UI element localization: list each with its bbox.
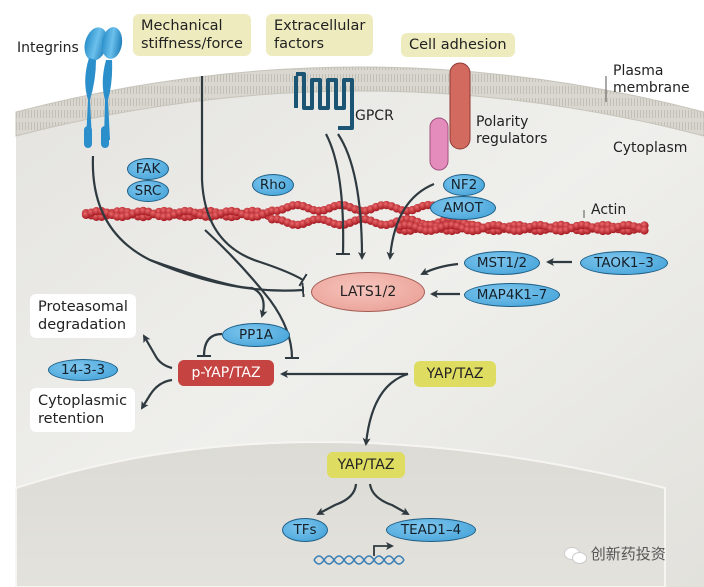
node-pp1a: PP1A	[222, 323, 290, 347]
edge-gpcr-lats-activate	[337, 133, 366, 260]
mechanical-stimulus-box: Mechanical stiffness/force	[133, 14, 251, 56]
edge-pyap-proteasomal	[142, 334, 173, 370]
edge-pp1a-pyap	[204, 332, 223, 356]
pm-line1: Plasma	[613, 63, 664, 79]
polarity-line1: Polarity	[476, 114, 529, 130]
node-src: SRC	[127, 180, 169, 202]
node-tead14: TEAD1–4	[386, 518, 476, 542]
retention-line1: Cytoplasmic	[38, 393, 128, 409]
cell-adhesion-box: Cell adhesion	[401, 33, 515, 57]
actin-label: Actin	[591, 202, 627, 218]
node-tfs: TFs	[282, 518, 328, 542]
cell-adhesion-molecule	[449, 62, 471, 150]
node-amot: AMOT	[430, 196, 496, 220]
integrins-label: Integrins	[17, 40, 79, 56]
integrin-icon	[84, 27, 123, 148]
polarity-line2: regulators	[476, 131, 548, 147]
node-mst12: MST1/2	[464, 251, 540, 275]
edge-nf2-lats	[386, 182, 435, 260]
mechanical-line2: stiffness/force	[141, 36, 243, 52]
node-taok13: TAOK1–3	[580, 251, 668, 275]
edge-yap-tead	[368, 483, 410, 515]
edge-mst-lats	[420, 262, 459, 275]
polarity-regulator	[429, 117, 449, 171]
wechat-icon	[564, 546, 587, 564]
proteasomal-degradation-box: Proteasomal degradation	[30, 294, 136, 338]
node-yap-taz-nucleus: YAP/TAZ	[327, 452, 405, 478]
polarity-regulators-label: Polarity regulators	[476, 114, 547, 148]
watermark: 创新药投资	[564, 543, 666, 564]
proteasomal-line2: degradation	[38, 317, 127, 333]
watermark-text: 创新药投资	[590, 545, 666, 563]
retention-line2: retention	[38, 411, 105, 427]
node-14-3-3: 14-3-3	[48, 359, 118, 381]
edge-integrin-pp1a	[149, 258, 268, 318]
extracellular-factors-box: Extracellular factors	[266, 14, 374, 56]
edge-pyap-retention	[140, 378, 173, 410]
plasma-membrane-label: Plasma membrane	[613, 63, 690, 97]
mechanical-line1: Mechanical	[141, 18, 223, 34]
plasma-membrane	[15, 66, 704, 137]
node-fak: FAK	[127, 158, 169, 180]
node-nf2: NF2	[443, 174, 485, 196]
gpcr-icon	[294, 72, 354, 130]
node-rho: Rho	[252, 174, 294, 196]
node-yap-taz-cytoplasm: YAP/TAZ	[414, 361, 496, 387]
pm-line2: membrane	[613, 80, 690, 96]
actin-bead	[640, 226, 649, 235]
node-p-yap-taz: p-YAP/TAZ	[178, 360, 274, 386]
node-map4k17: MAP4K1–7	[464, 283, 560, 307]
dna-icon	[313, 555, 405, 565]
extracellular-line1: Extracellular	[274, 18, 366, 34]
node-lats12: LATS1/2	[311, 272, 425, 312]
edge-yap-tfs	[316, 483, 358, 515]
cytoplasmic-retention-box: Cytoplasmic retention	[30, 388, 136, 432]
transcription-start-arrow	[373, 542, 394, 556]
cytoplasm-label: Cytoplasm	[613, 140, 688, 156]
edge-gpcr-lats-inhibit	[325, 133, 343, 254]
edge-mechanical-pyap	[204, 229, 292, 358]
edge-mechanical-lats	[200, 76, 303, 280]
edge-yap-nucleus	[362, 372, 409, 446]
actin-filament	[81, 200, 649, 236]
extracellular-line2: factors	[274, 36, 325, 52]
nuclear-envelope	[15, 441, 666, 587]
proteasomal-line1: Proteasomal	[38, 299, 128, 315]
gpcr-label: GPCR	[355, 108, 394, 124]
